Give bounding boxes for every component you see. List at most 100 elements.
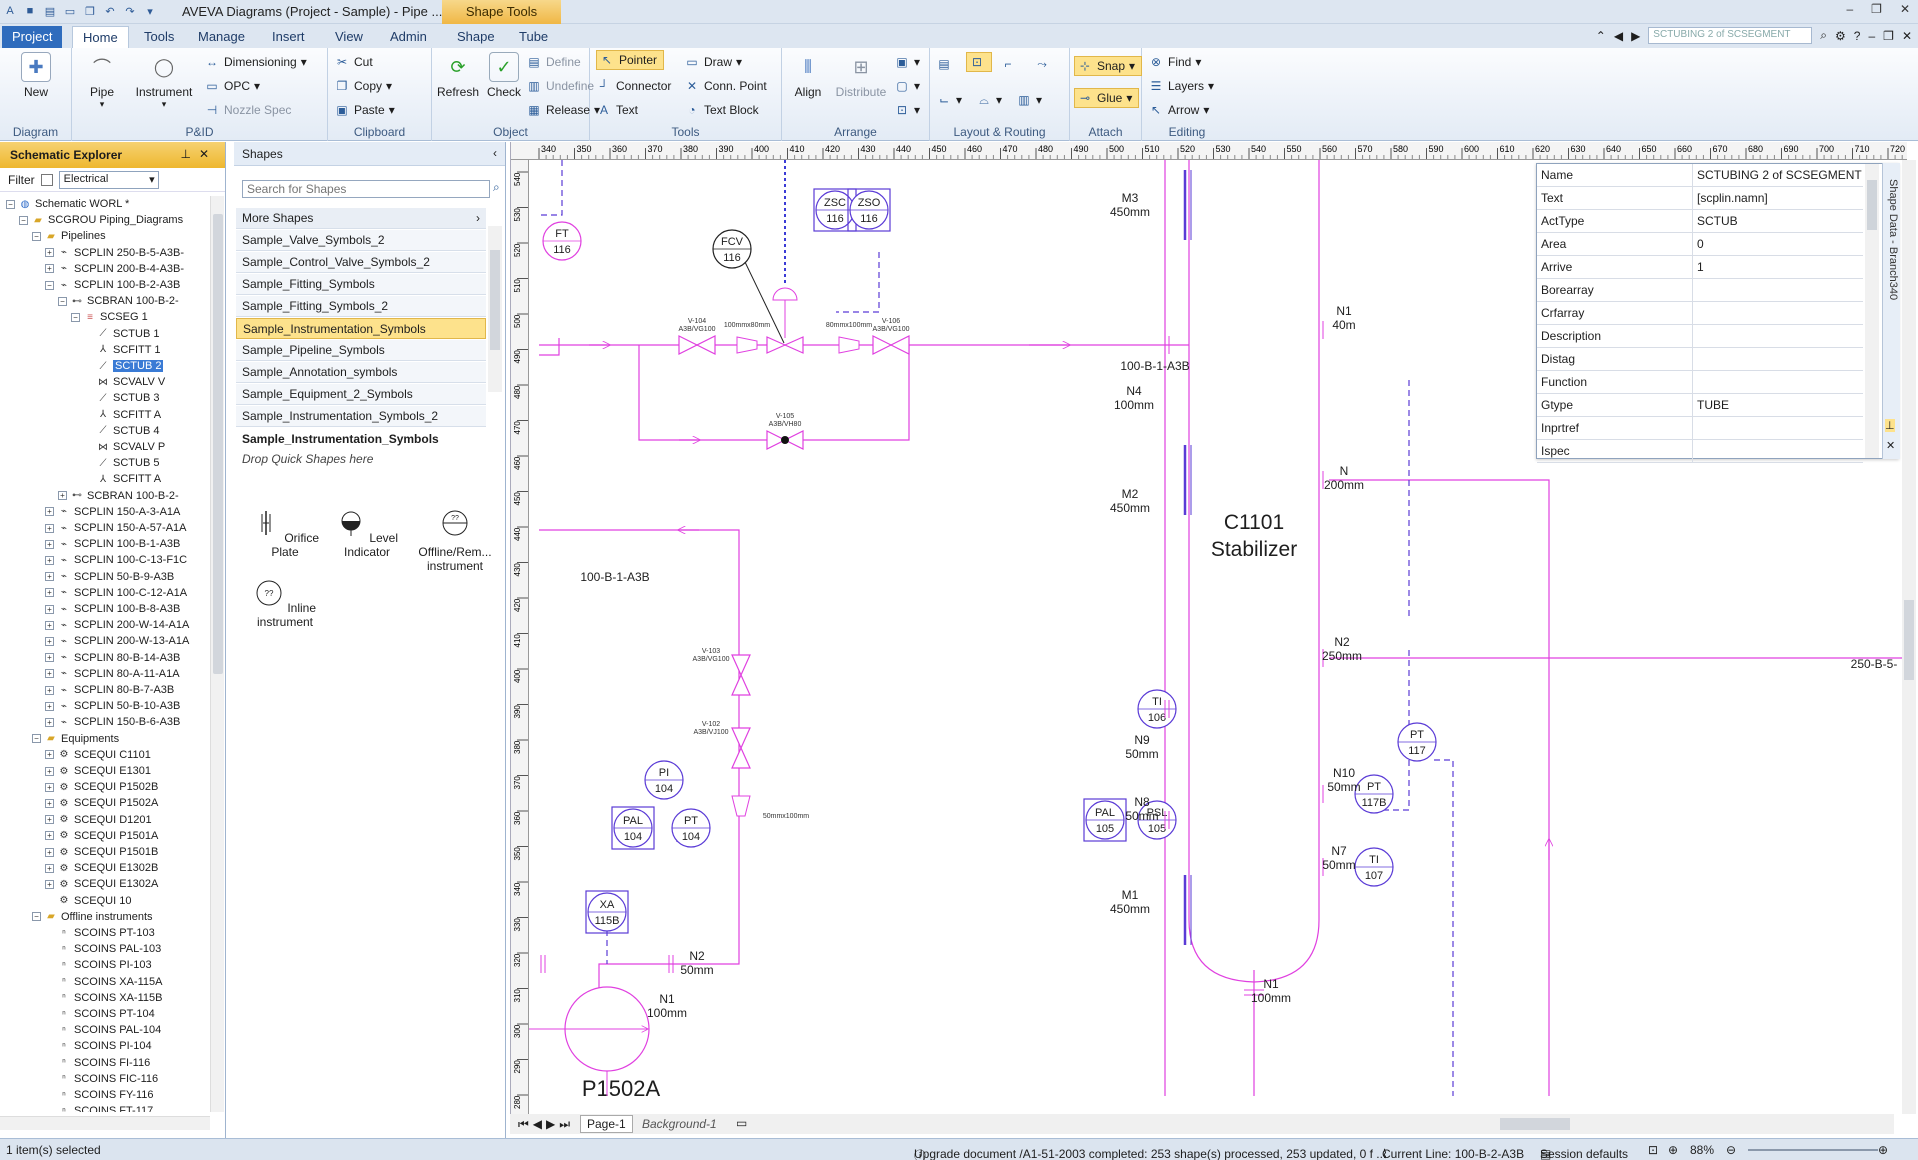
search-icon[interactable]: ⌕ (493, 180, 500, 194)
tree-node[interactable]: +⚙SCEQUI E1301 (45, 763, 151, 779)
expander-icon[interactable] (45, 993, 54, 1003)
tree-node[interactable]: +⌁SCPLIN 80-B-7-A3B (45, 682, 174, 698)
property-value[interactable]: TUBE (1697, 398, 1730, 412)
control-valve-body[interactable] (766, 336, 804, 354)
expander-icon[interactable]: + (45, 863, 54, 873)
tab-manage[interactable]: Manage (198, 29, 245, 44)
tab-page-1[interactable]: Page-1 (580, 1115, 633, 1133)
expander-icon[interactable]: + (45, 636, 54, 646)
gear-icon[interactable]: ⚙ (1835, 28, 1846, 43)
zoom-out-icon[interactable]: ⊖ (1726, 1143, 1737, 1157)
shape-data-row[interactable]: Crfarray (1537, 302, 1863, 325)
pipe-pump-discharge[interactable] (598, 963, 669, 990)
expander-icon[interactable] (84, 377, 93, 387)
expander-icon[interactable]: − (32, 912, 41, 922)
pipe-left-top[interactable] (539, 338, 560, 356)
expander-icon[interactable]: − (71, 312, 80, 322)
pin-icon[interactable]: ⊥ (180, 147, 199, 161)
tree-node[interactable]: +⌁SCPLIN 200-W-14-A1A (45, 617, 189, 633)
check-button[interactable]: ✓ Check (480, 52, 528, 99)
tree-node[interactable]: ⅄SCFITT 1 (84, 342, 160, 358)
expander-icon[interactable]: + (45, 555, 54, 565)
forward-icon[interactable]: ▶ (1631, 28, 1641, 43)
tree-node[interactable]: +⌁SCPLIN 150-A-57-A1A (45, 520, 187, 536)
expander-icon[interactable] (45, 1090, 54, 1100)
expander-icon[interactable] (84, 329, 93, 339)
redo-icon[interactable]: ↷ (125, 5, 135, 18)
tree-node[interactable]: +⌁SCPLIN 80-B-14-A3B (45, 650, 180, 666)
stencil-item[interactable]: Sample_Fitting_Symbols (236, 274, 486, 295)
tree-node[interactable]: +⚙SCEQUI E1302B (45, 860, 158, 876)
tree-node[interactable]: −▰SCGROU Piping_Diagrams (19, 212, 183, 228)
distribute-button[interactable]: ⊞ Distribute (832, 52, 890, 100)
bring-front-button[interactable]: ▣▾ (894, 52, 920, 72)
expander-icon[interactable]: − (32, 231, 41, 241)
expander-icon[interactable] (45, 928, 54, 938)
restore-icon[interactable]: ❐ (1871, 2, 1882, 16)
comment-icon[interactable]: ▭ (64, 5, 76, 18)
explorer-horizontal-scrollbar[interactable] (0, 1116, 210, 1130)
ribbon-minimize-icon[interactable]: – (1868, 28, 1876, 43)
zoom-slider[interactable] (1748, 1149, 1878, 1151)
tree-node[interactable]: +⌁SCPLIN 80-A-11-A1A (45, 666, 180, 682)
connector-style-button[interactable]: ⌙▾ (936, 90, 962, 110)
stencil-item[interactable]: Sample_Instrumentation_Symbols_2 (236, 406, 486, 427)
expander-icon[interactable]: + (45, 669, 54, 679)
arrow-button[interactable]: ↖Arrow ▾ (1148, 100, 1209, 120)
dimensioning-button[interactable]: ↔Dimensioning ▾ (206, 55, 307, 69)
nozzle-spec-button[interactable]: ⊣Nozzle Spec (204, 100, 292, 120)
tab-insert[interactable]: Insert (272, 29, 305, 44)
shape-data-scroll-thumb[interactable] (1867, 180, 1877, 230)
close-icon[interactable]: ✕ (1899, 2, 1910, 16)
layout-button-3[interactable]: ⌐ (1000, 54, 1016, 74)
property-value[interactable]: 0 (1697, 237, 1704, 251)
expander-icon[interactable]: − (6, 199, 15, 209)
expander-icon[interactable] (45, 1058, 54, 1068)
tree-node[interactable]: −▰Pipelines (32, 228, 106, 244)
expander-icon[interactable]: + (45, 831, 54, 841)
tree-node[interactable]: +⌁SCPLIN 100-B-1-A3B (45, 536, 180, 552)
refresh-button[interactable]: ⟳ Refresh (434, 52, 482, 100)
layout-button-2[interactable]: ⊡ (966, 52, 992, 72)
expander-icon[interactable] (84, 442, 93, 452)
v-scroll-thumb[interactable] (1904, 600, 1914, 680)
tab-background-1[interactable]: Background-1 (642, 1117, 717, 1131)
canvas-horizontal-scrollbar[interactable] (1210, 1114, 1894, 1134)
find-button[interactable]: ⊗Find ▾ (1148, 52, 1201, 72)
property-value[interactable]: SCTUBING 2 of SCSEGMENT 1 (1697, 168, 1862, 182)
expander-icon[interactable] (84, 361, 93, 371)
pipe-button[interactable]: ⌒ Pipe▾ (78, 52, 126, 110)
tree-node[interactable]: −⊷SCBRAN 100-B-2- (58, 293, 179, 309)
shape-data-row[interactable]: Distag (1537, 348, 1863, 371)
search-icon[interactable]: ⌕ (1820, 28, 1828, 42)
tree-node[interactable]: +⌁SCPLIN 50-B-10-A3B (45, 698, 180, 714)
explorer-close-icon[interactable]: ✕ (198, 147, 217, 161)
tree-node[interactable]: ⋈SCVALV P (84, 439, 165, 455)
reducer[interactable]: 80mmx100mm (826, 322, 872, 354)
tree-node[interactable]: ⚙SCEQUI 10 (45, 893, 131, 909)
tree-node[interactable]: +⌁SCPLIN 200-W-13-A1A (45, 633, 189, 649)
tree-node[interactable]: +⊷SCBRAN 100-B-2- (58, 488, 179, 504)
back-icon[interactable]: ◀ (1613, 28, 1624, 43)
tab-shape[interactable]: Shape (457, 29, 495, 44)
tree-node[interactable]: +⚙SCEQUI D1201 (45, 812, 152, 828)
expander-icon[interactable] (45, 960, 54, 970)
paste-button[interactable]: ▣Paste ▾ (334, 100, 394, 120)
